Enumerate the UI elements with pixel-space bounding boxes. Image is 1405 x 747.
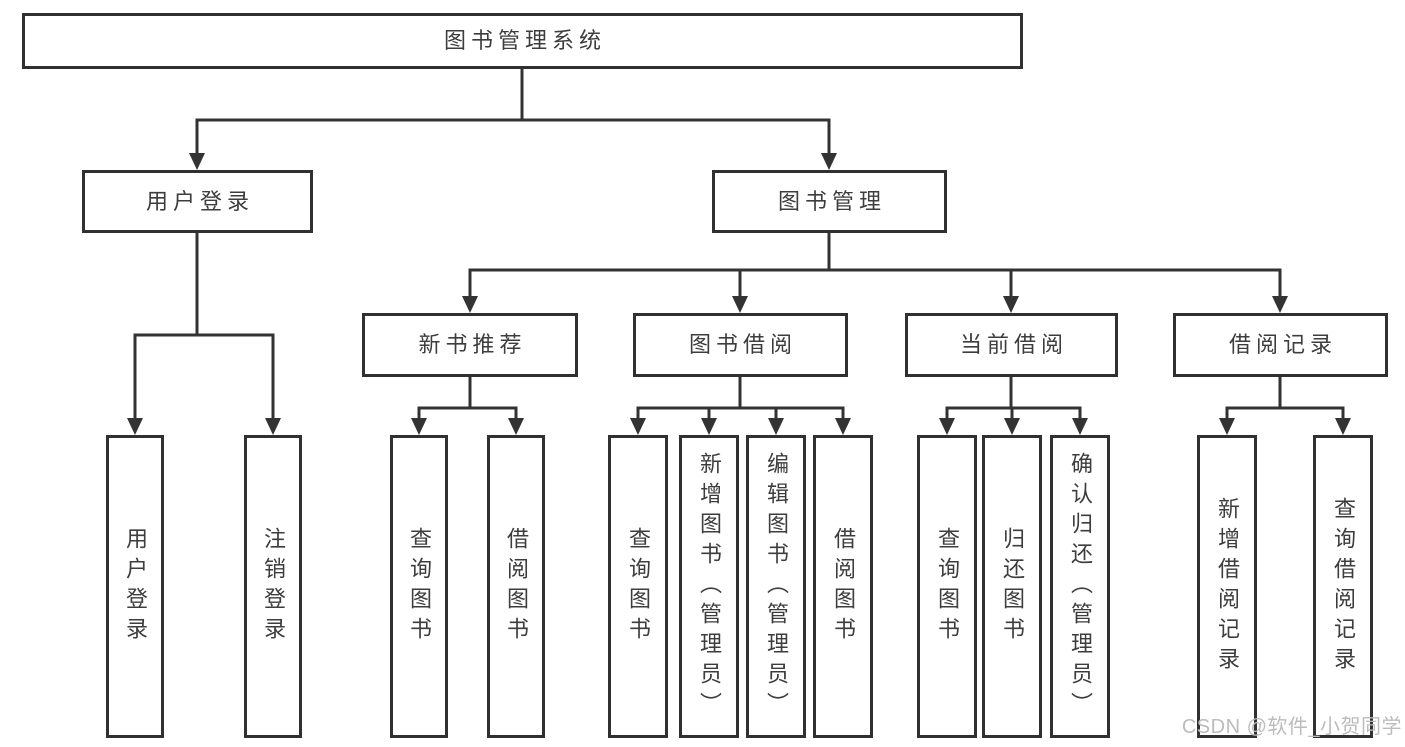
node-label: 查询图书 — [935, 526, 960, 647]
node-leaf-borrow-books: 借阅图书 — [487, 435, 545, 738]
node-leaf-query-books: 查询图书 — [390, 435, 448, 738]
node-label: 图书借阅 — [688, 332, 797, 357]
node-book-borrow: 图书借阅 — [633, 313, 848, 377]
node-label: 查询图书 — [626, 526, 651, 647]
node-label: 图书管理系统 — [443, 28, 606, 53]
node-label: 新书推荐 — [418, 332, 527, 357]
node-label: 查询借阅记录 — [1331, 496, 1356, 677]
node-label: 编辑图书（管理员） — [764, 451, 789, 722]
node-label: 新增图书（管理员） — [697, 451, 722, 722]
node-label: 借阅图书 — [831, 526, 856, 647]
watermark: CSDN @软件_小贺同学 — [1181, 716, 1402, 738]
node-label: 当前借阅 — [959, 332, 1068, 357]
node-leaf-logout: 注销登录 — [244, 435, 302, 738]
node-current-borrow: 当前借阅 — [905, 313, 1118, 377]
node-label: 新增借阅记录 — [1215, 496, 1240, 677]
node-leaf-cb-confirm-return-admin: 确认归还（管理员） — [1050, 435, 1110, 738]
node-borrow-records: 借阅记录 — [1173, 313, 1388, 377]
node-label: 借阅图书 — [504, 526, 529, 647]
node-leaf-bb-query-books: 查询图书 — [608, 435, 668, 738]
node-leaf-add-borrow-record: 新增借阅记录 — [1197, 435, 1257, 738]
node-leaf-bb-borrow-books: 借阅图书 — [813, 435, 873, 738]
node-label: 确认归还（管理员） — [1068, 451, 1093, 722]
node-user-login: 用户登录 — [82, 170, 313, 233]
node-label: 注销登录 — [261, 526, 286, 647]
node-label: 用户登录 — [145, 188, 254, 214]
node-leaf-query-borrow-record: 查询借阅记录 — [1313, 435, 1373, 738]
node-leaf-cb-return-books: 归还图书 — [982, 435, 1042, 738]
node-label: 图书管理 — [777, 188, 886, 214]
node-book-management: 图书管理 — [712, 170, 947, 233]
node-new-book-recommend: 新书推荐 — [362, 313, 578, 377]
node-label: 查询图书 — [407, 526, 432, 647]
node-label: 归还图书 — [1000, 526, 1025, 647]
node-leaf-bb-edit-books-admin: 编辑图书（管理员） — [746, 435, 806, 738]
node-leaf-user-login: 用户登录 — [106, 435, 164, 738]
node-leaf-bb-add-books-admin: 新增图书（管理员） — [679, 435, 739, 738]
node-label: 用户登录 — [123, 526, 148, 647]
node-label: 借阅记录 — [1228, 332, 1337, 357]
node-library-management-system: 图书管理系统 — [22, 13, 1023, 69]
node-leaf-cb-query-books: 查询图书 — [917, 435, 977, 738]
arrowheads — [127, 153, 1351, 435]
